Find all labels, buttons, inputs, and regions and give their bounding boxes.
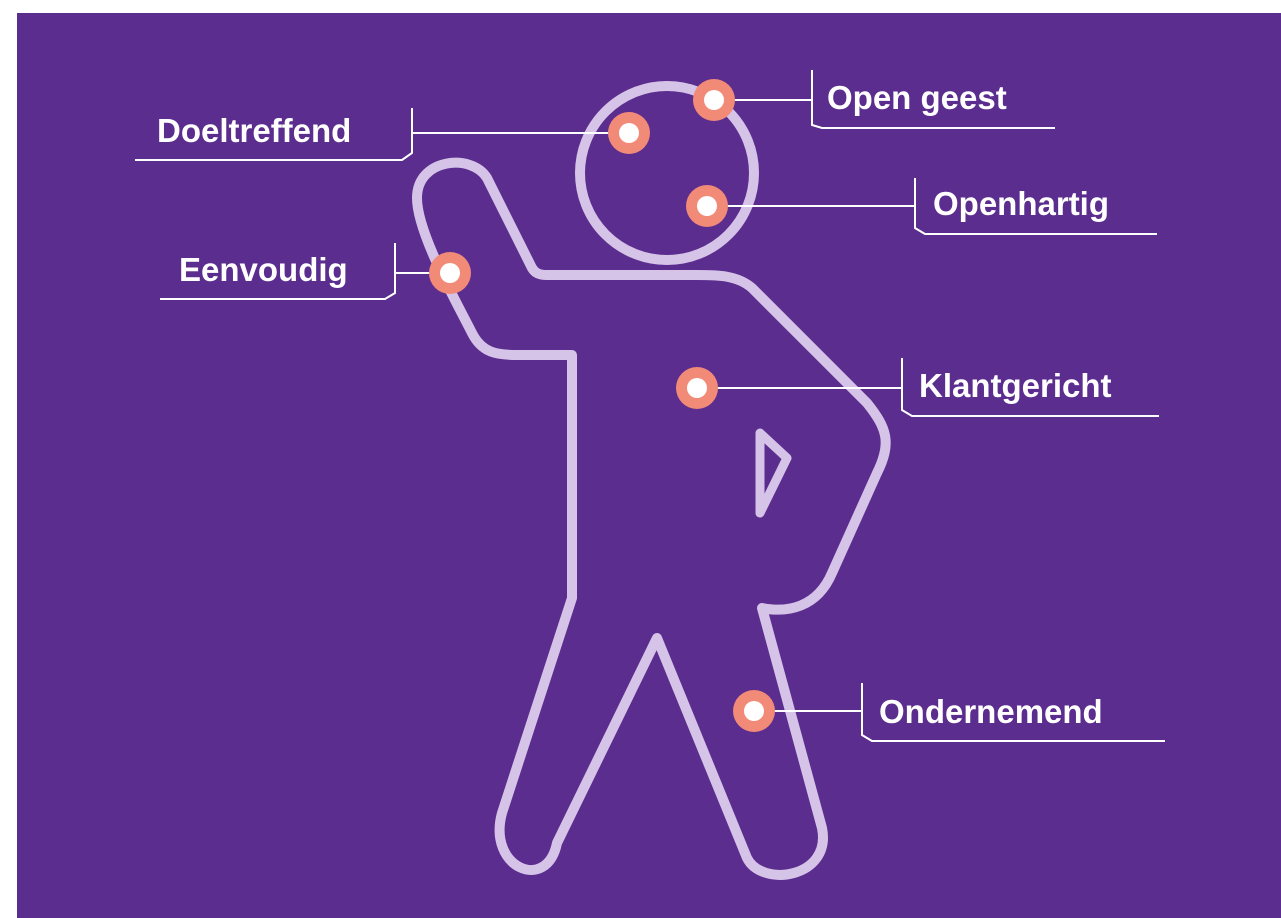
label-ondernemend: Ondernemend [879, 695, 1103, 728]
marker-ondernemend [733, 690, 775, 732]
body-outline [417, 163, 886, 875]
marker-open-geest [693, 79, 735, 121]
marker-eenvoudig [429, 252, 471, 294]
marker-openhartig [686, 185, 728, 227]
marker-klantgericht [676, 367, 718, 409]
label-open-geest: Open geest [827, 81, 1007, 114]
label-klantgericht: Klantgericht [919, 369, 1112, 402]
diagram-canvas: Open geest Doeltreffend Openhartig Eenvo… [17, 13, 1281, 918]
marker-doeltreffend [608, 112, 650, 154]
label-doeltreffend: Doeltreffend [157, 114, 351, 147]
label-eenvoudig: Eenvoudig [179, 253, 348, 286]
belly-mark [760, 433, 787, 513]
label-openhartig: Openhartig [933, 187, 1109, 220]
